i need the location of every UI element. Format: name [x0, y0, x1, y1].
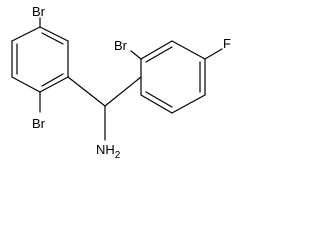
br-top-left-label: Br	[32, 4, 46, 19]
bond	[39, 26, 69, 42]
nh-text: NH	[96, 142, 115, 157]
nh2-subscript: 2	[115, 150, 121, 161]
f-label: F	[223, 36, 231, 51]
double-bond	[41, 73, 64, 87]
nh2-label: NH2	[96, 142, 121, 161]
bond-to-br-top-right	[130, 50, 142, 60]
br-bottom-left-label: Br	[32, 116, 46, 131]
double-bond	[145, 46, 173, 63]
double-bond	[41, 32, 64, 45]
bond-to-f	[204, 48, 223, 60]
left-ring	[11, 26, 69, 93]
bond-ch-to-right-ring	[104, 76, 142, 107]
bond	[171, 40, 206, 60]
bond-left-ring-to-ch	[67, 76, 106, 107]
br-top-right-label: Br	[114, 38, 128, 53]
bond	[11, 26, 41, 42]
bond	[140, 40, 173, 60]
bond	[171, 94, 206, 114]
chemical-structure: Br Br Br F NH2	[11, 4, 231, 161]
bond	[39, 76, 69, 93]
bond	[11, 76, 41, 93]
double-bond	[145, 91, 173, 108]
right-ring	[140, 40, 206, 114]
bond	[140, 94, 173, 114]
